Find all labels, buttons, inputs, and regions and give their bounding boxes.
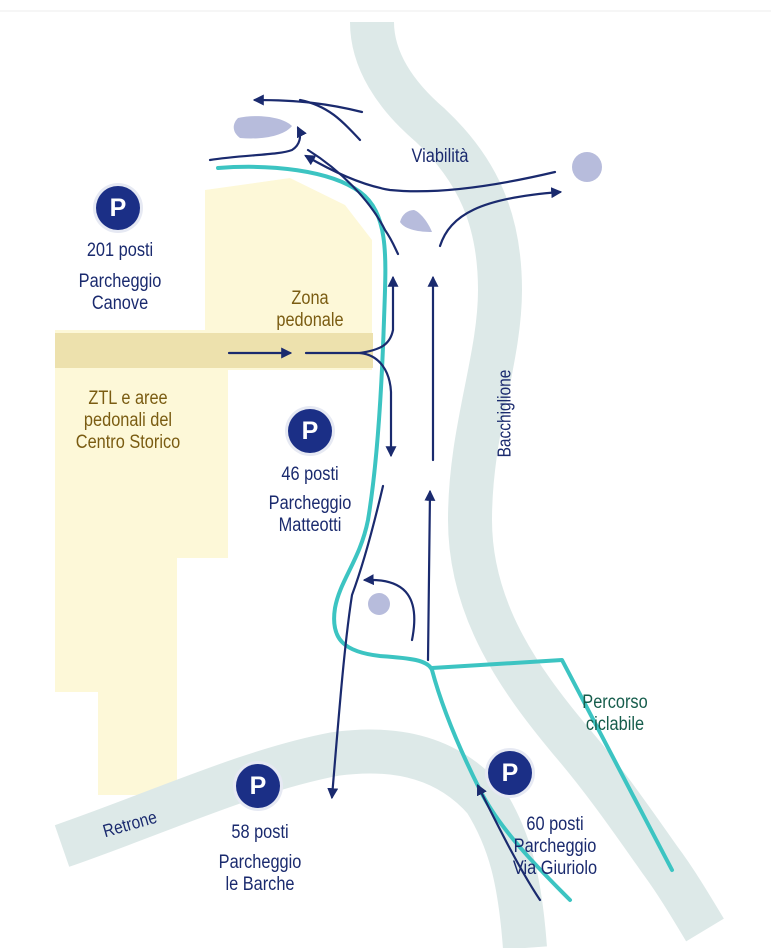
parking-name: Via Giuriolo (512, 857, 598, 879)
roundabout-island (572, 152, 602, 182)
parking-matteotti-label: 46 posti Parcheggio Matteotti (258, 464, 361, 537)
parking-canove-label: 201 posti Parcheggio Canove (68, 240, 171, 315)
roundabout-island (368, 593, 390, 615)
road-arrow (362, 574, 416, 642)
pedestrian-zone-label: Zona pedonale (276, 288, 344, 331)
parking-spaces: 46 posti (281, 464, 339, 485)
parking-sign-icon: P (488, 751, 532, 795)
parking-spaces: 201 posti (86, 240, 154, 261)
parking-name: Matteotti (278, 514, 342, 536)
parking-le-barche-label: 58 posti Parcheggio le Barche (204, 822, 316, 896)
bacchiglione-river (350, 20, 724, 942)
parking-sign-icon: P (236, 764, 280, 808)
road-arrow (358, 351, 397, 458)
road-arrow (304, 154, 557, 193)
parking-name: Parcheggio (78, 270, 162, 292)
road-arrow (208, 126, 307, 162)
parking-name: Canove (91, 292, 149, 314)
traffic-island (400, 210, 432, 232)
pedestrian-zone (55, 333, 373, 368)
parking-via-giuriolo-label: 60 posti Parcheggio Via Giuriolo (499, 814, 611, 880)
bacchiglione-label: Bacchiglione (494, 369, 515, 458)
road-arrow (476, 784, 542, 902)
cycle-path-label: Percorso ciclabile (582, 692, 648, 735)
road-arrow (327, 484, 385, 800)
cycle-path (216, 164, 572, 902)
road-arrow (298, 98, 362, 142)
parking-name: le Barche (225, 873, 295, 895)
parking-sign-icon: P (288, 409, 332, 453)
road-arrow (438, 187, 563, 248)
ztl-zone (55, 178, 372, 795)
parking-name: Parcheggio (513, 835, 597, 857)
parking-spaces: 60 posti (526, 814, 584, 835)
parking-spaces: 58 posti (231, 822, 289, 843)
retrone-river (54, 729, 547, 948)
cycle-path-branch (430, 658, 674, 872)
parking-sign-icon: P (96, 186, 140, 230)
traffic-island (233, 116, 292, 139)
road-arrow (306, 148, 400, 256)
parking-name: Parcheggio (268, 492, 352, 514)
ztl-label: ZTL e aree pedonali del Centro Storico (75, 388, 181, 453)
parking-name: Parcheggio (218, 851, 302, 873)
viabilita-label: Viabilità (411, 146, 469, 167)
road-arrow (424, 489, 436, 662)
